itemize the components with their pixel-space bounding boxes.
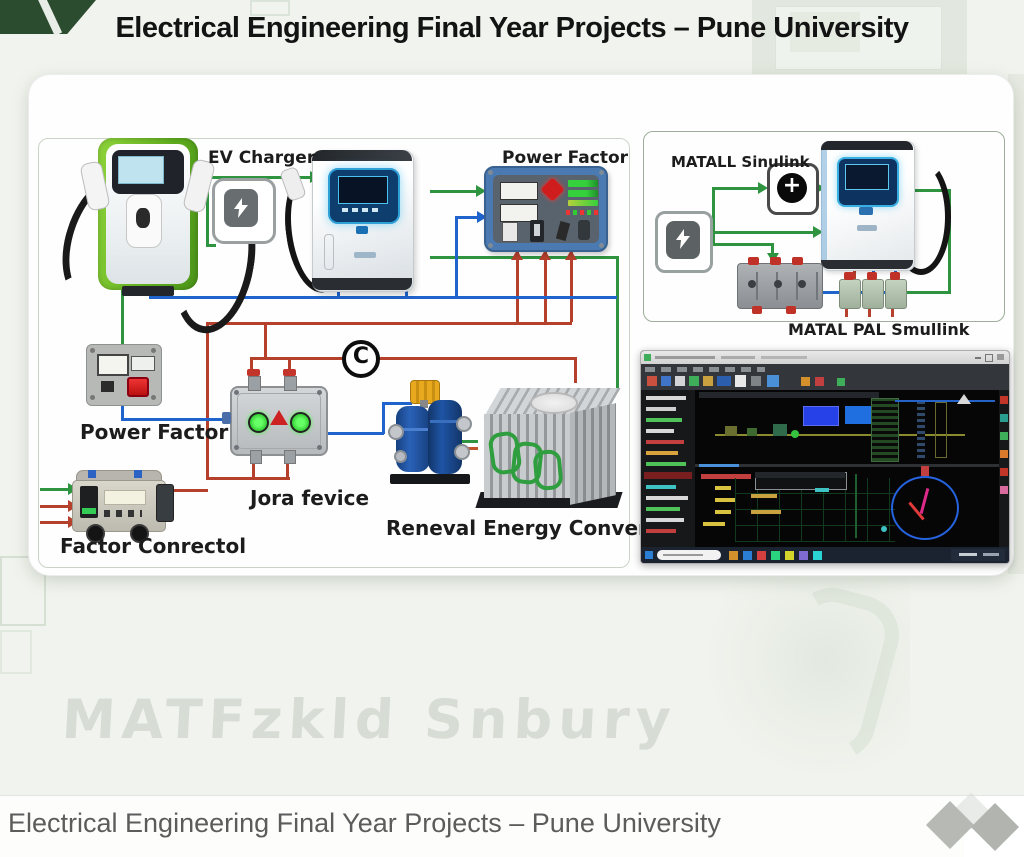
window-close-icon [997, 354, 1004, 360]
terminal [248, 376, 261, 391]
ev-flow-block [212, 178, 276, 244]
pipe-fitting [388, 424, 404, 440]
node-letter: C [352, 344, 370, 369]
terminal [284, 376, 297, 391]
heatsink-converter [474, 388, 624, 514]
label-simulink-top: MATALL Sinulink [671, 153, 810, 171]
fan [530, 392, 578, 414]
ghost-cable-bottom-right [700, 578, 910, 783]
sum-plus-icon: + [782, 173, 802, 198]
wheel [86, 524, 105, 543]
capacitor [839, 279, 861, 309]
palette-column [999, 390, 1009, 547]
tower-charger [277, 146, 416, 297]
footer-caption: Electrical Engineering Final Year Projec… [8, 808, 721, 838]
plug-connector [578, 220, 590, 240]
junction-box [222, 369, 328, 464]
warning-triangle-icon [270, 410, 288, 425]
footer-bar: Electrical Engineering Final Year Projec… [0, 792, 1024, 857]
window-body [641, 390, 1009, 547]
watermark-text: MATFzkld Snbury [60, 688, 679, 751]
circled-c-icon: C [342, 340, 380, 378]
app-icon [644, 354, 651, 361]
capacitor [862, 279, 884, 309]
start-icon [645, 551, 653, 559]
meter [500, 204, 538, 222]
ghost-schematic-left2 [0, 630, 32, 674]
label-factor-correction: Factor Conrectol [60, 534, 247, 558]
phasor-plot [891, 476, 959, 540]
label-power-factor-top: Power Factor [502, 148, 629, 168]
pipe-fitting [456, 416, 472, 432]
window-maximize-icon [985, 354, 993, 362]
model-canvas [695, 390, 999, 547]
terminal [284, 450, 296, 464]
green-indicator [248, 412, 269, 433]
model-tree-sidebar [641, 390, 696, 547]
wall-charger [821, 141, 951, 275]
coolant-tube [532, 448, 564, 492]
pump-unit [388, 380, 472, 490]
right-panel-content: + [643, 131, 1003, 320]
ghost-charger-screen-inner [790, 12, 860, 52]
red-button [127, 377, 149, 397]
window-toolbar [641, 364, 1009, 390]
matlab-window [640, 350, 1010, 564]
window-titlebar [641, 351, 1009, 364]
factor-correction-unit [68, 464, 174, 543]
capacitor-bank [839, 272, 909, 317]
label-ev-charger: EV Charger [208, 148, 316, 168]
meter [97, 354, 129, 376]
terminal-block [737, 257, 823, 314]
label-simulink-bottom: MATAL PAL Smullink [788, 320, 970, 339]
meter [131, 356, 155, 371]
taskbar [641, 547, 1009, 563]
left-diagram-panel [38, 138, 630, 568]
green-indicator [290, 412, 311, 433]
toggle-switch [502, 222, 518, 242]
cable-icon [891, 159, 951, 275]
pipe-fitting [394, 450, 407, 463]
ghost-schematic-left1 [0, 556, 46, 626]
system-tray [951, 549, 1005, 561]
sum-junction-block: + [767, 163, 819, 215]
pipe-fitting [454, 444, 470, 460]
wheel [130, 524, 149, 543]
power-factor-panel [484, 166, 608, 252]
capacitor [885, 279, 907, 309]
ev-charging-station [47, 130, 266, 340]
ghost-box [250, 0, 290, 16]
lightning-bolt-icon [676, 229, 690, 249]
meter [500, 182, 538, 200]
label-power-factor-left: Power Factor [80, 420, 229, 444]
terminal [250, 450, 262, 464]
window-minimize-icon [975, 357, 981, 359]
label-junction-device: Jora fevice [250, 486, 370, 510]
page-title: Electrical Engineering Final Year Projec… [115, 12, 909, 44]
simulink-source-block [655, 211, 713, 273]
charger-screen [118, 156, 164, 184]
power-factor-meter-panel [86, 344, 162, 406]
lightning-bolt-icon [234, 198, 248, 218]
